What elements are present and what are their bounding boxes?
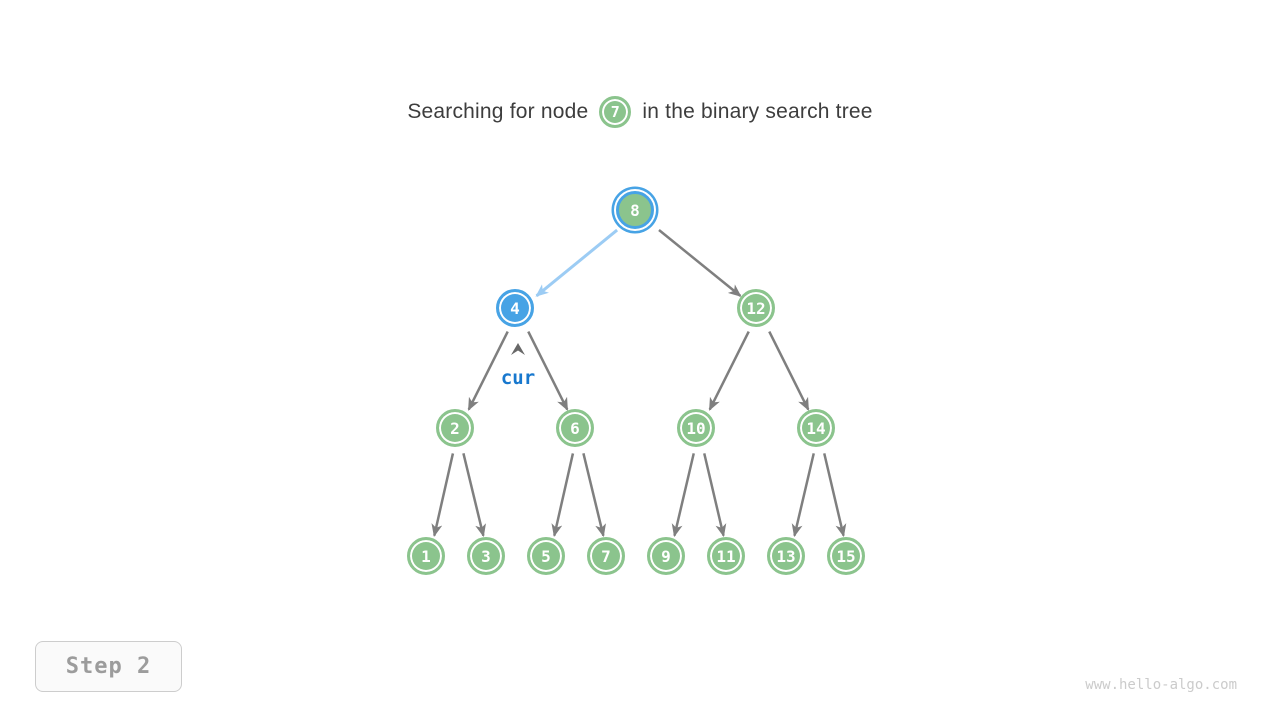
title-suffix: in the binary search tree — [642, 100, 873, 123]
tree-edge-8-4 — [535, 228, 619, 297]
tree-edge-8-12 — [658, 229, 742, 297]
cur-pointer-label: cur — [500, 367, 536, 389]
tree-node-10: 10 — [677, 409, 715, 447]
tree-edge-4-6 — [527, 331, 569, 411]
tree-node-14: 14 — [797, 409, 835, 447]
tree-edge-14-13 — [791, 453, 815, 538]
tree-edge-10-11 — [703, 453, 727, 538]
tree-node-8: 8 — [616, 191, 654, 229]
tree-node-12: 12 — [737, 289, 775, 327]
tree-node-6: 6 — [556, 409, 594, 447]
tree-edge-12-10 — [708, 331, 750, 411]
tree-node-2: 2 — [436, 409, 474, 447]
tree-edge-10-9 — [671, 453, 695, 538]
title-prefix: Searching for node — [407, 100, 589, 123]
watermark: www.hello-algo.com — [1085, 677, 1237, 693]
tree-node-9: 9 — [647, 537, 685, 575]
tree-edge-6-5 — [551, 453, 575, 538]
tree-node-7: 7 — [587, 537, 625, 575]
tree-node-11: 11 — [707, 537, 745, 575]
tree-edge-12-14 — [768, 331, 810, 411]
target-node-badge: 7 — [599, 96, 632, 128]
cur-pointer-arrow-icon — [511, 343, 525, 355]
tree-node-3: 3 — [467, 537, 505, 575]
diagram-title: Searching for node 7 in the binary searc… — [0, 92, 1280, 132]
tree-node-1: 1 — [407, 537, 445, 575]
step-badge: Step 2 — [35, 641, 182, 692]
tree-node-5: 5 — [527, 537, 565, 575]
tree-node-4: 4 — [496, 289, 534, 327]
tree-node-13: 13 — [767, 537, 805, 575]
tree-edge-2-3 — [462, 453, 486, 538]
tree-edge-14-15 — [823, 453, 847, 538]
tree-edge-6-7 — [582, 453, 606, 538]
tree-edge-4-2 — [467, 331, 509, 411]
tree-edge-2-1 — [431, 453, 455, 538]
target-node-value: 7 — [610, 103, 620, 121]
tree-node-15: 15 — [827, 537, 865, 575]
